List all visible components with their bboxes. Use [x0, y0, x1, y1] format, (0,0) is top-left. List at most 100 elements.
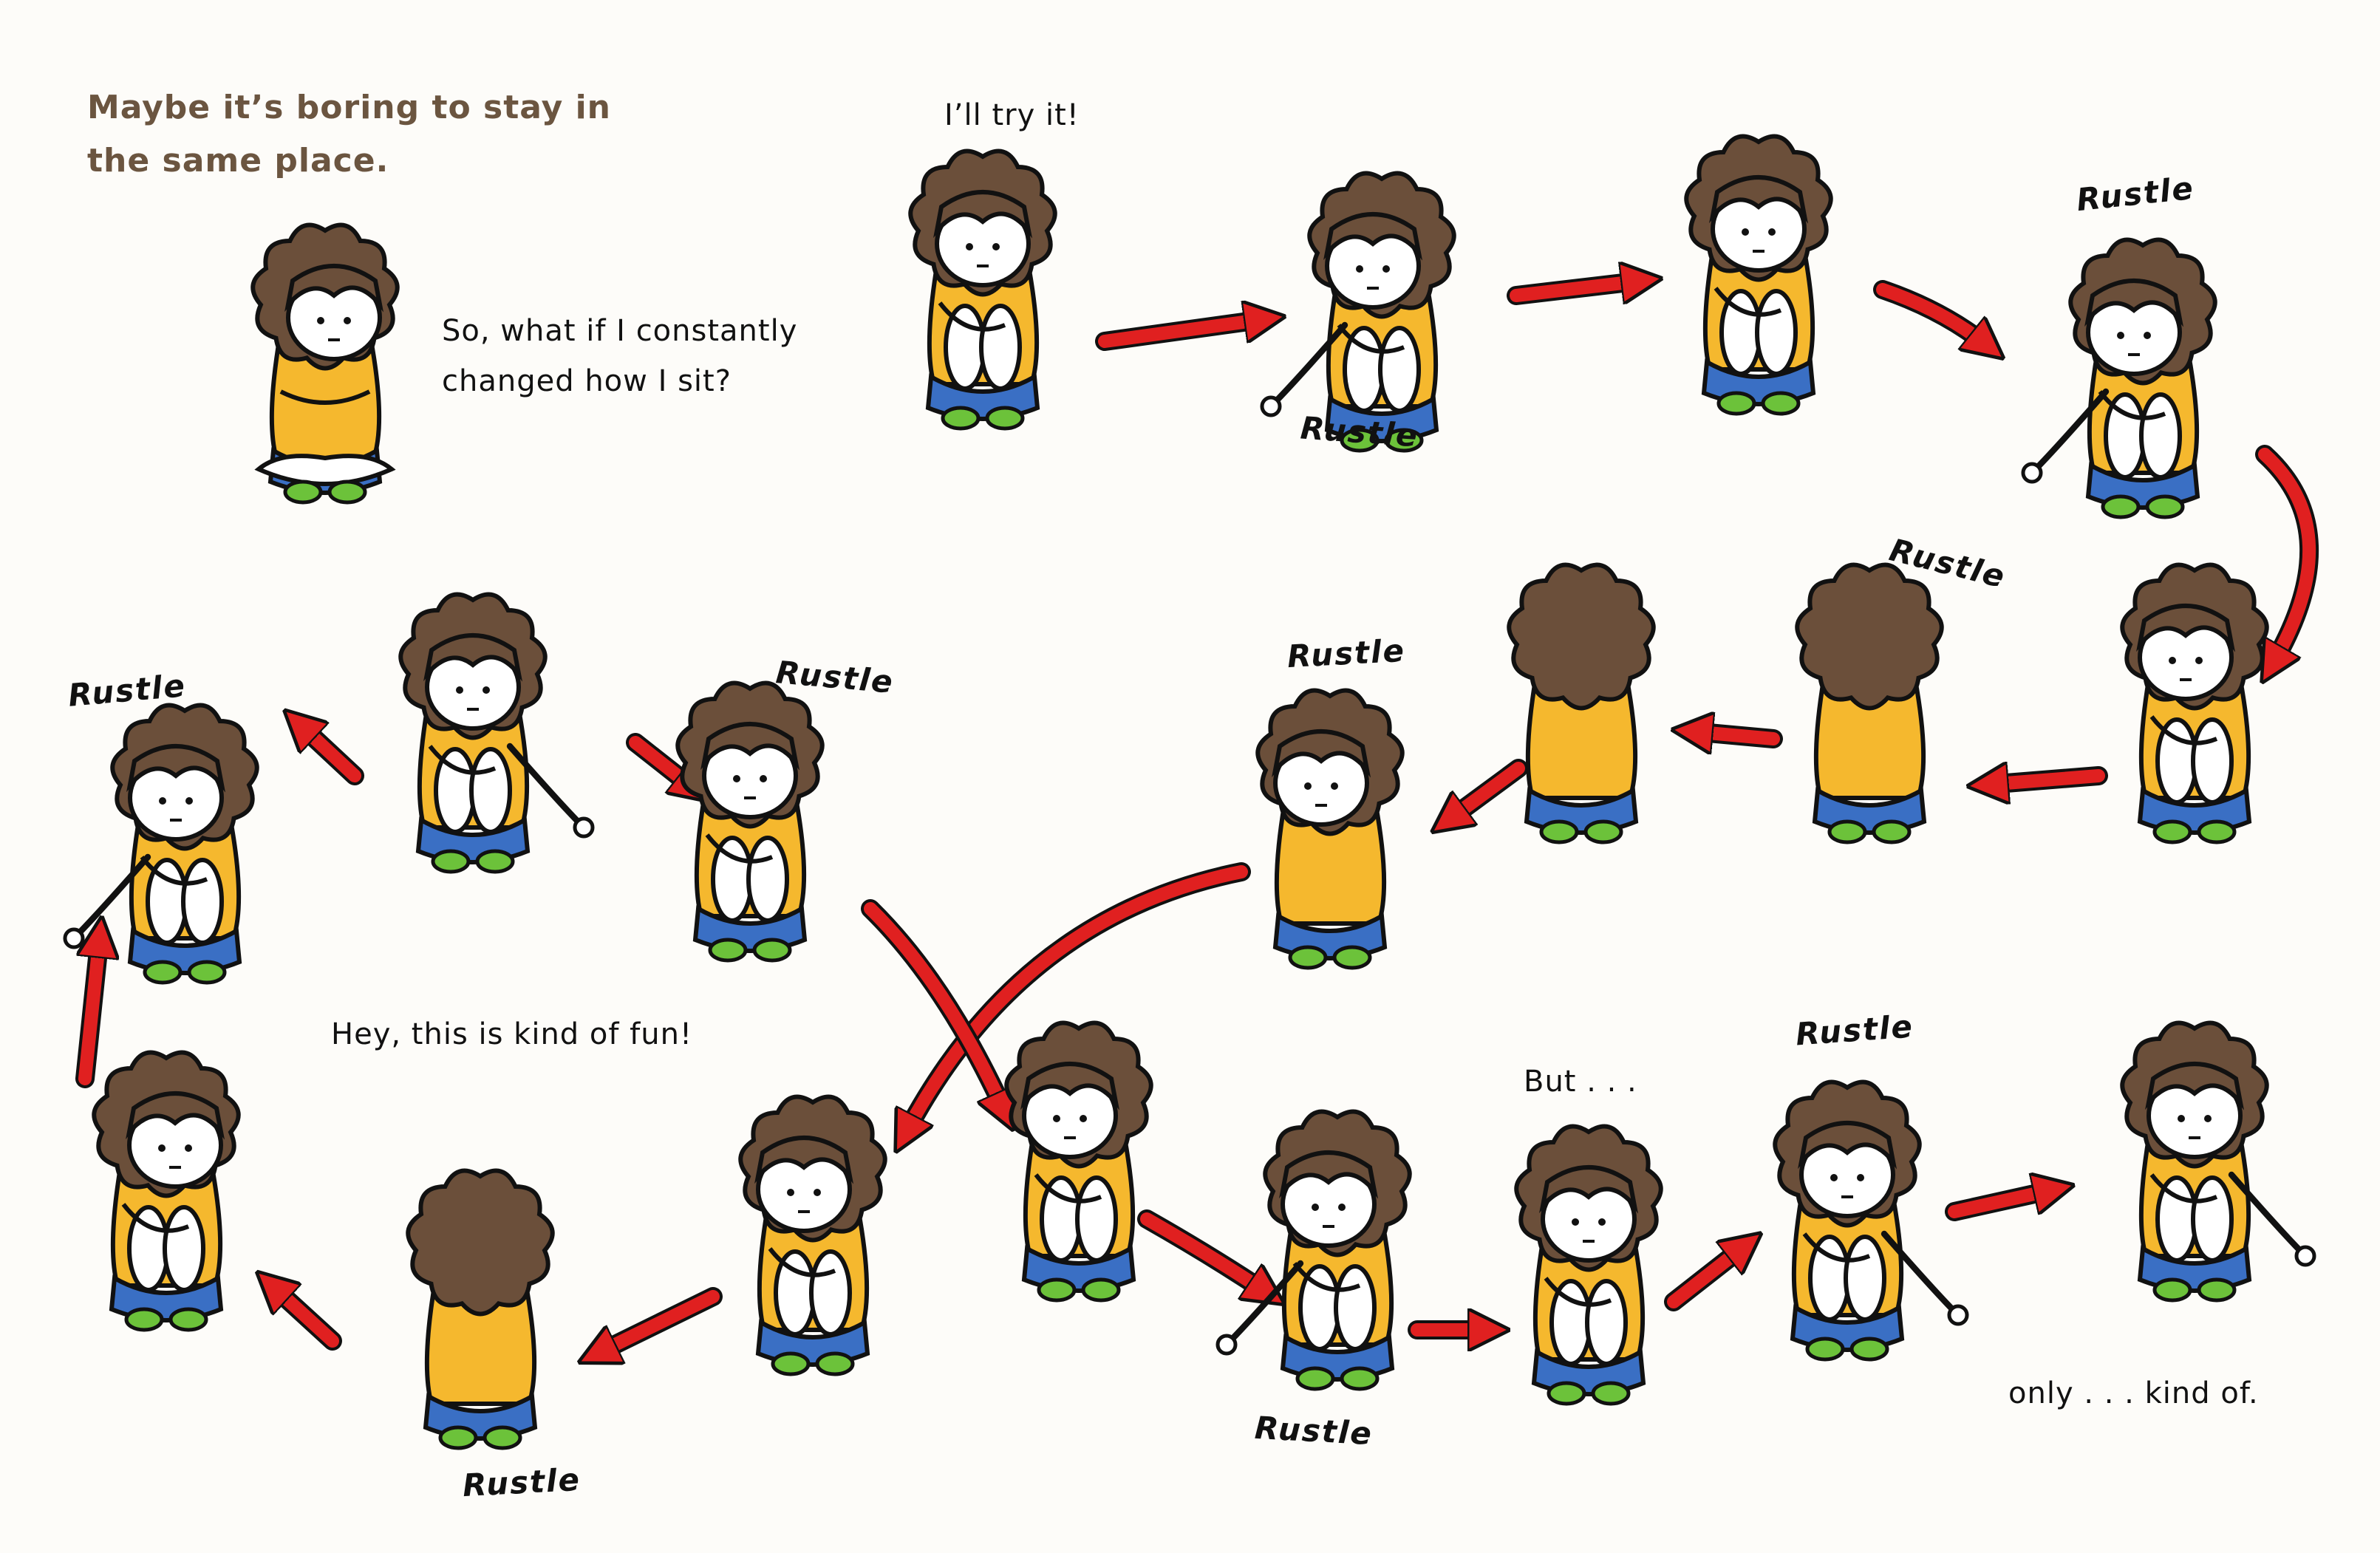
shoe-shape [1872, 819, 1912, 844]
child-figure [738, 1094, 887, 1376]
knee-shape [163, 1205, 205, 1292]
shoe-shape [771, 1351, 811, 1376]
fringe-shape [126, 744, 226, 793]
eye-dot [344, 317, 351, 324]
hair-shape [1795, 562, 1944, 711]
eye-dot [1338, 1204, 1346, 1211]
arm-line [1034, 1173, 1102, 1204]
shoe-shape [2145, 494, 2185, 519]
arm-line [1802, 1232, 1871, 1263]
eye-dot [1356, 265, 1363, 273]
knee-shape [1844, 1235, 1886, 1322]
child-figure [1684, 134, 1833, 416]
shoe-shape [985, 406, 1025, 431]
red-arrow [905, 865, 1248, 1134]
shoe-shape [2152, 819, 2192, 844]
red-arrow [1510, 281, 1642, 296]
shoe-shape [2101, 494, 2141, 519]
child-figure [675, 680, 825, 963]
eye-dot [1053, 1115, 1060, 1122]
red-arrow [1692, 731, 1780, 739]
shoe-shape [143, 960, 183, 985]
figures-layer [63, 134, 2316, 1450]
arm-line [1292, 1262, 1361, 1292]
sfx-rustle: Rustle [461, 1461, 582, 1504]
hand-shape [1947, 1304, 1969, 1326]
knee-shape [1755, 289, 1798, 376]
eye-dot [158, 1144, 166, 1152]
eye-dot [1857, 1174, 1864, 1181]
shoe-shape [1384, 428, 1424, 453]
eye-dot [1331, 782, 1338, 790]
eye-dot [814, 1189, 821, 1196]
narration-caption: Maybe it’s boring to stay in the same pl… [87, 89, 611, 180]
arm-line [768, 1247, 836, 1277]
shoe-shape [187, 960, 227, 985]
arm-line [428, 745, 497, 775]
eye-dot [2117, 332, 2124, 339]
hand-shape [1215, 1334, 1238, 1356]
fringe-shape [1020, 1062, 1120, 1110]
child-figure [1773, 1079, 1969, 1362]
child-figure [1004, 1020, 1153, 1303]
red-arrow [1140, 1212, 1267, 1293]
shoe-shape [1583, 819, 1623, 844]
child-figure [92, 1050, 241, 1332]
shoe-shape [1295, 1366, 1335, 1391]
shoe-shape [1849, 1337, 1889, 1362]
child-figure [2120, 1020, 2316, 1303]
fringe-shape [2145, 1062, 2245, 1110]
eye-dot [1080, 1115, 1087, 1122]
shoe-shape [1716, 391, 1756, 416]
eye-dot [1312, 1204, 1319, 1211]
shoe-shape [1340, 428, 1380, 453]
speech-try-it: I’ll try it! [944, 98, 1080, 132]
shoe-shape [1340, 1366, 1380, 1391]
eye-dot [159, 797, 166, 805]
fringe-shape [284, 264, 384, 313]
shoe-shape [483, 1425, 522, 1450]
shoe-shape [815, 1351, 855, 1376]
fringe-shape [700, 722, 800, 771]
shoe-shape [1539, 819, 1579, 844]
eye-dot [1742, 228, 1749, 236]
knee-shape [2191, 717, 2234, 805]
folded-arms-line [279, 389, 371, 405]
arm-line [1544, 1277, 1612, 1307]
shoe-shape [431, 849, 471, 874]
child-figure [1507, 562, 1656, 844]
arm-line [1337, 324, 1405, 354]
shoe-shape [2197, 1277, 2237, 1303]
child-figure [1215, 1109, 1412, 1391]
eye-dot [317, 317, 324, 324]
eye-dot [456, 686, 463, 694]
child-figure [398, 592, 595, 874]
knee-shape [2191, 1175, 2234, 1263]
shoe-shape [475, 849, 515, 874]
fringe-shape [754, 1136, 854, 1184]
knee-shape [1378, 326, 1421, 413]
knee-shape [181, 858, 224, 945]
fringe-shape [423, 633, 523, 682]
fringe-shape [1709, 175, 1809, 224]
shoe-shape [708, 938, 748, 963]
eye-dot [185, 1144, 192, 1152]
arm-line [705, 833, 774, 864]
shoe-shape [2197, 819, 2237, 844]
speech-but: But . . . [1524, 1065, 1637, 1099]
red-arrow [2258, 448, 2316, 665]
fringe-shape [1798, 1121, 1897, 1170]
eye-dot [2204, 1115, 2212, 1122]
arrows-layer [75, 281, 2319, 1354]
hand-shape [573, 816, 595, 839]
eye-dot [992, 243, 1000, 250]
eye-dot [760, 775, 767, 782]
red-arrow [1667, 1246, 1745, 1308]
red-arrow [864, 902, 1005, 1112]
red-arrow [1948, 1190, 2054, 1218]
shoe-shape [124, 1307, 164, 1332]
hair-shape [1507, 562, 1656, 711]
shoe-shape [1827, 819, 1867, 844]
